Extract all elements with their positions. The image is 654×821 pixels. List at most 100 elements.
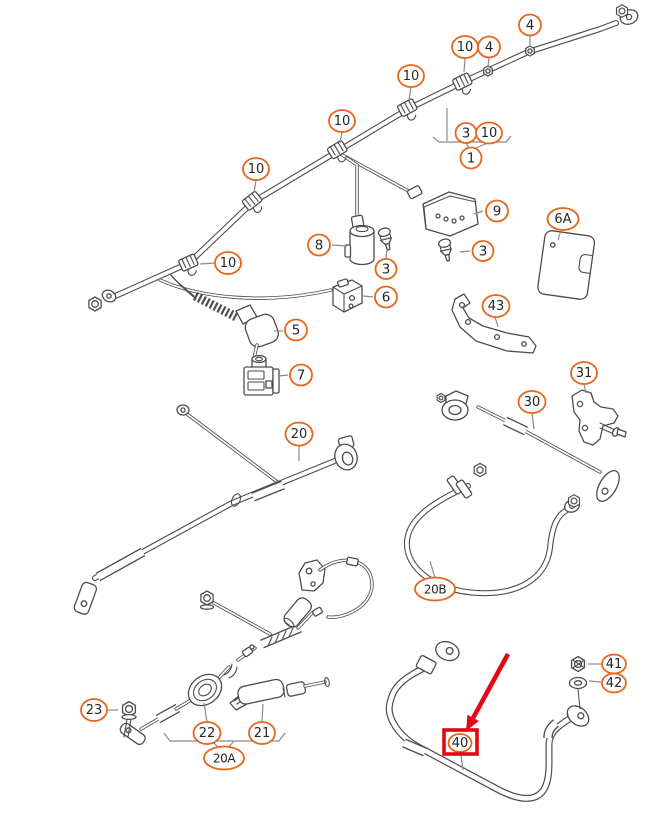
callout-label[interactable]: 8 — [315, 238, 324, 254]
callout-22-24[interactable]: 22 — [192, 721, 222, 745]
group-bracket — [163, 732, 286, 742]
callout-label[interactable]: 31 — [576, 366, 593, 381]
leader-line — [385, 249, 388, 260]
callout-circle[interactable] — [518, 13, 542, 37]
callout-label[interactable]: 3 — [462, 126, 471, 142]
callout-21-25[interactable]: 21 — [248, 721, 276, 745]
callout-label[interactable]: 1 — [467, 151, 476, 167]
callout-circle[interactable] — [447, 733, 473, 753]
callout-circle[interactable] — [192, 721, 222, 745]
callout-circle[interactable] — [481, 294, 511, 318]
callout-label[interactable]: 3 — [479, 244, 488, 260]
callout-label[interactable]: 42 — [606, 676, 623, 691]
part-21-terminal — [229, 677, 330, 711]
leader-line — [253, 179, 257, 194]
callout-label[interactable]: 4 — [485, 40, 494, 56]
callout-circle[interactable] — [397, 64, 425, 88]
callout-label[interactable]: 10 — [220, 256, 237, 271]
callout-label[interactable]: 21 — [254, 726, 271, 741]
callout-40-27[interactable]: 40 — [447, 733, 473, 753]
leader-line — [203, 702, 208, 723]
callout-10-3[interactable]: 10 — [397, 64, 425, 88]
harness-branch-cables — [158, 152, 414, 300]
callout-circle[interactable] — [471, 240, 495, 262]
callout-circle[interactable] — [601, 672, 627, 694]
callout-circle[interactable] — [203, 745, 245, 771]
callout-circle[interactable] — [80, 698, 108, 722]
callout-label[interactable]: 3 — [382, 262, 391, 278]
callout-42-29[interactable]: 42 — [601, 672, 627, 694]
callout-10-13[interactable]: 10 — [214, 251, 242, 275]
callout-label[interactable]: 10 — [248, 162, 265, 177]
callout-7-18[interactable]: 7 — [289, 363, 313, 387]
callout-circle[interactable] — [328, 109, 356, 133]
callout-4-2[interactable]: 4 — [477, 35, 501, 59]
callout-6A-10[interactable]: 6A — [546, 207, 580, 231]
callout-5-17[interactable]: 5 — [284, 318, 308, 342]
callout-circle[interactable] — [475, 121, 503, 145]
callout-label[interactable]: 10 — [403, 69, 420, 84]
callout-label[interactable]: 20 — [291, 427, 308, 442]
callout-41-28[interactable]: 41 — [601, 653, 627, 675]
highlight-arrow-shaft — [471, 652, 511, 719]
callout-1-7[interactable]: 1 — [459, 146, 483, 170]
callout-circle[interactable] — [374, 285, 398, 309]
callout-label[interactable]: 10 — [481, 126, 498, 141]
callout-31-19[interactable]: 31 — [570, 361, 598, 385]
group-bracket — [432, 135, 512, 143]
part-5-boot — [235, 304, 279, 360]
callout-circle[interactable] — [374, 258, 398, 280]
callout-circle[interactable] — [570, 361, 598, 385]
callout-label[interactable]: 4 — [526, 18, 535, 34]
callout-label[interactable]: 6 — [382, 290, 391, 306]
callout-circle[interactable] — [242, 157, 270, 181]
callout-3-14[interactable]: 3 — [374, 258, 398, 280]
callout-circle[interactable] — [459, 146, 483, 170]
callout-circle[interactable] — [248, 721, 276, 745]
callout-20A-26[interactable]: 20A — [203, 745, 245, 771]
callout-20B-22[interactable]: 20B — [414, 576, 456, 602]
callout-43-16[interactable]: 43 — [481, 294, 511, 318]
callout-8-11[interactable]: 8 — [307, 233, 331, 257]
callout-circle[interactable] — [414, 576, 456, 602]
callout-30-20[interactable]: 30 — [517, 390, 547, 414]
callout-circle[interactable] — [214, 251, 242, 275]
callout-label[interactable]: 40 — [452, 736, 469, 751]
callout-4-0[interactable]: 4 — [518, 13, 542, 37]
callout-label[interactable]: 23 — [86, 703, 103, 718]
callout-label[interactable]: 7 — [297, 368, 306, 384]
callout-10-1[interactable]: 10 — [451, 35, 479, 59]
callout-10-4[interactable]: 10 — [328, 109, 356, 133]
part-30-terminal-clamp — [436, 390, 620, 502]
part-8-holder — [344, 214, 375, 266]
callout-circle[interactable] — [546, 207, 580, 231]
callout-label[interactable]: 5 — [292, 323, 301, 339]
callout-circle[interactable] — [477, 35, 501, 59]
callout-label[interactable]: 10 — [334, 114, 351, 129]
callout-label[interactable]: 22 — [199, 726, 216, 741]
callout-3-5[interactable]: 3 — [454, 122, 478, 144]
callout-6-15[interactable]: 6 — [374, 285, 398, 309]
callout-circle[interactable] — [284, 421, 314, 447]
callout-10-8[interactable]: 10 — [242, 157, 270, 181]
callout-label[interactable]: 30 — [524, 395, 541, 410]
callout-label[interactable]: 20A — [213, 752, 237, 766]
callout-circle[interactable] — [485, 199, 509, 223]
callout-circle[interactable] — [284, 318, 308, 342]
callout-label[interactable]: 41 — [606, 657, 623, 672]
callout-circle[interactable] — [517, 390, 547, 414]
callout-label[interactable]: 6A — [554, 212, 571, 227]
callout-10-6[interactable]: 10 — [475, 121, 503, 145]
callout-label[interactable]: 43 — [488, 299, 505, 314]
callout-label[interactable]: 10 — [457, 40, 474, 55]
callout-label[interactable]: 9 — [493, 204, 502, 220]
callout-circle[interactable] — [289, 363, 313, 387]
part-6-connector — [332, 278, 363, 313]
callout-9-9[interactable]: 9 — [485, 199, 509, 223]
callout-label[interactable]: 20B — [424, 583, 447, 597]
callout-3-12[interactable]: 3 — [471, 240, 495, 262]
callout-circle[interactable] — [307, 233, 331, 257]
callout-20-21[interactable]: 20 — [284, 421, 314, 447]
callout-23-23[interactable]: 23 — [80, 698, 108, 722]
